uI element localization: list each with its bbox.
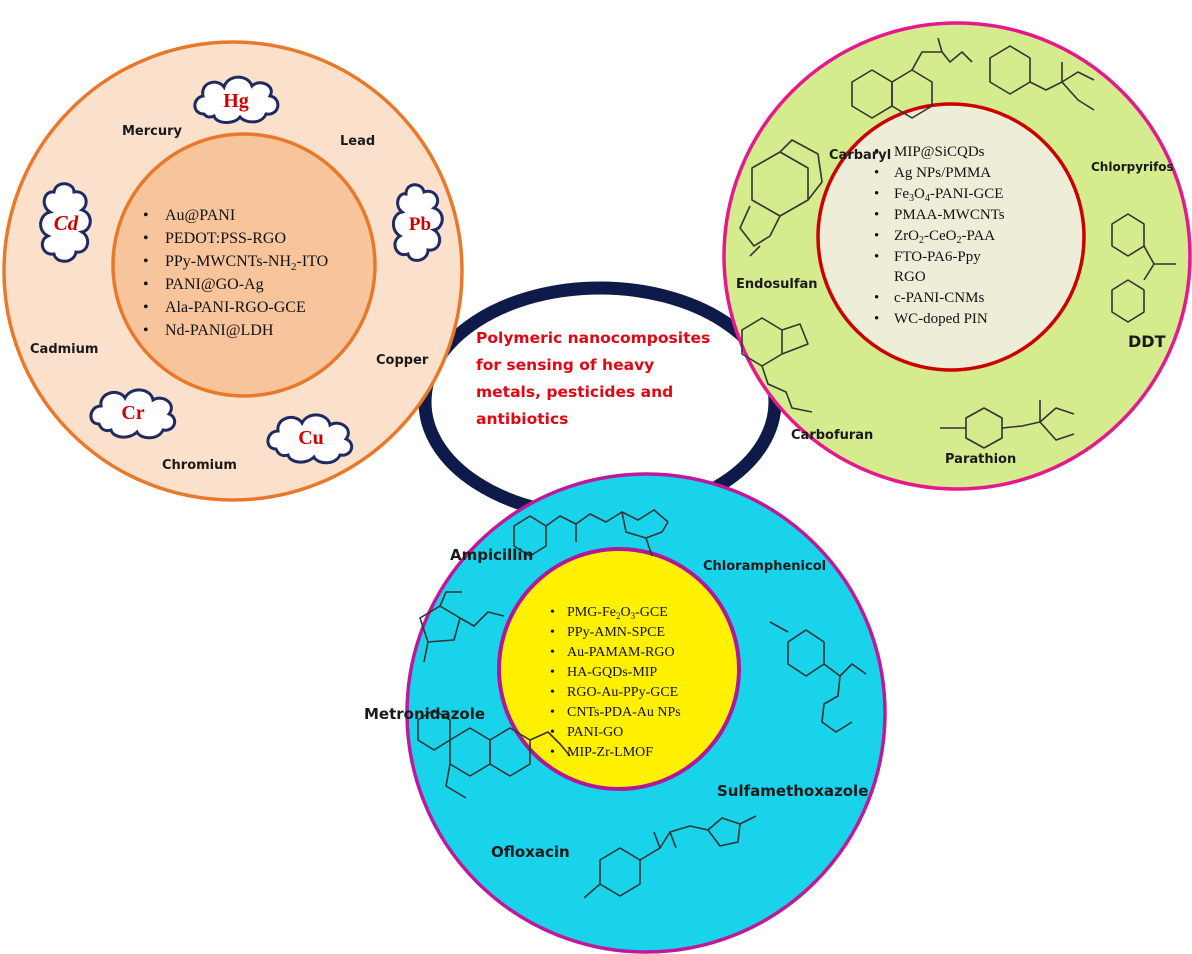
label-chloramphenicol: Chloramphenicol [703, 559, 826, 574]
center-caption-line-2: for sensing of heavy [476, 356, 655, 374]
hm-sensor-3: PPy-MWCNTs-NH2-ITO [165, 253, 328, 273]
label-ofloxacin: Ofloxacin [491, 843, 570, 861]
endosulfan-structure [739, 139, 823, 257]
hm-sensor-2: PEDOT:PSS-RGO [165, 230, 286, 247]
a-sensor-1: PMG-Fe2O3-GCE [567, 605, 668, 621]
label-ddt: DDT [1128, 332, 1166, 351]
chlorpyrifos-structure [989, 45, 1095, 111]
svg-text:•: • [550, 665, 555, 680]
cloud-cu: Cu [266, 413, 354, 465]
cloud-cr: Cr [89, 388, 177, 440]
svg-text:•: • [143, 276, 149, 293]
cloud-pb-label: Pb [409, 214, 431, 235]
cloud-hg: Hg [193, 75, 280, 124]
p-sensor-8: WC-doped PIN [894, 311, 988, 327]
label-lead: Lead [340, 134, 375, 149]
heavy-metals-sensor-list: • Au@PANI • PEDOT:PSS-RGO • PPy-MWCNTs-NH2… [143, 207, 328, 339]
svg-text:•: • [874, 144, 879, 160]
hm-sensor-6: Nd-PANI@LDH [165, 322, 274, 339]
ampicillin-structure [513, 509, 669, 557]
a-sensor-2: PPy-AMN-SPCE [567, 625, 665, 640]
svg-text:•: • [143, 253, 149, 270]
parathion-structure [940, 400, 1075, 449]
p-sensor-7: c-PANI-CNMs [894, 290, 984, 306]
svg-text:•: • [874, 290, 879, 306]
center-caption-line-3: metals, pesticides and [476, 383, 674, 401]
sulfamethoxazole-structure [583, 815, 757, 899]
pesticides-sensor-list: • MIP@SiCQDs • Ag NPs/PMMA • Fe3O4-PANI-GC… [874, 144, 1005, 327]
hm-sensor-5: Ala-PANI-RGO-GCE [165, 299, 306, 316]
label-chlorpyrifos: Chlorpyrifos [1091, 160, 1174, 174]
svg-text:•: • [143, 230, 149, 247]
svg-text:•: • [550, 725, 555, 740]
p-sensor-2: Ag NPs/PMMA [894, 165, 991, 181]
heavy-metals-group: Hg Pb Cd Cr Cu Mercury Lead Cadmium Copp… [2, 40, 464, 502]
p-sensor-6b: RGO [894, 269, 926, 285]
hm-sensor-1: Au@PANI [165, 207, 235, 224]
pesticides-inner-circle [816, 102, 1086, 372]
p-sensor-1: MIP@SiCQDs [894, 144, 985, 160]
label-parathion: Parathion [945, 452, 1016, 467]
label-cadmium: Cadmium [30, 342, 98, 357]
svg-text:•: • [874, 207, 879, 223]
antibiotics-inner-circle [497, 547, 741, 791]
antibiotics-group: Ampicillin Chloramphenicol Metronidazole… [364, 472, 887, 954]
svg-text:•: • [874, 228, 879, 244]
label-carbaryl: Carbaryl [829, 148, 891, 163]
cloud-cd: Cd [39, 182, 92, 263]
label-carbofuran: Carbofuran [791, 428, 873, 443]
label-copper: Copper [376, 353, 429, 368]
p-sensor-3: Fe3O4-PANI-GCE [894, 186, 1003, 204]
label-endosulfan: Endosulfan [736, 277, 818, 292]
ddt-structure [1111, 213, 1176, 323]
ofloxacin-structure [417, 709, 571, 799]
svg-text:•: • [874, 249, 879, 265]
svg-text:•: • [550, 605, 555, 620]
a-sensor-6: CNTs-PDA-Au NPs [567, 705, 681, 720]
antibiotics-sensor-list: • PMG-Fe2O3-GCE • PPy-AMN-SPCE • Au-PAMAM-… [550, 605, 681, 760]
svg-text:•: • [550, 685, 555, 700]
cloud-pb: Pb [392, 183, 444, 262]
metronidazole-structure [419, 591, 505, 663]
label-ampicillin: Ampicillin [450, 546, 533, 564]
carbaryl-structure [851, 37, 973, 119]
carbofuran-structure [741, 317, 813, 413]
cloud-hg-label: Hg [223, 90, 249, 112]
a-sensor-5: RGO-Au-PPy-GCE [567, 685, 678, 700]
svg-text:•: • [874, 165, 879, 181]
heavy-metals-inner-circle [111, 132, 377, 398]
p-sensor-5: ZrO2-CeO2-PAA [894, 228, 995, 246]
pesticides-group: Carbaryl Chlorpyrifos Endosulfan DDT Car… [722, 21, 1192, 491]
svg-text:•: • [550, 705, 555, 720]
svg-text:•: • [143, 322, 149, 339]
label-sulfamethoxazole: Sulfamethoxazole [717, 782, 868, 800]
p-sensor-4: PMAA-MWCNTs [894, 207, 1005, 223]
chloramphenicol-structure [769, 621, 867, 733]
svg-text:•: • [874, 186, 879, 202]
svg-text:•: • [550, 745, 555, 760]
a-sensor-7: PANI-GO [567, 725, 623, 740]
center-caption-line-4: antibiotics [476, 410, 569, 428]
a-sensor-8: MIP-Zr-LMOF [567, 745, 653, 760]
svg-text:•: • [550, 625, 555, 640]
label-mercury: Mercury [122, 124, 183, 139]
label-chromium: Chromium [162, 458, 237, 473]
center-caption: Polymeric nanocomposites for sensing of … [476, 325, 718, 433]
svg-text:•: • [550, 645, 555, 660]
a-sensor-3: Au-PAMAM-RGO [567, 645, 675, 660]
svg-text:•: • [143, 299, 149, 316]
hm-sensor-4: PANI@GO-Ag [165, 276, 264, 293]
center-caption-line-1: Polymeric nanocomposites [476, 329, 711, 347]
a-sensor-4: HA-GQDs-MIP [567, 665, 657, 680]
cloud-cr-label: Cr [121, 402, 144, 424]
svg-text:•: • [874, 311, 879, 327]
cloud-cu-label: Cu [298, 427, 324, 449]
svg-text:•: • [143, 207, 149, 224]
label-metronidazole: Metronidazole [364, 705, 485, 723]
cloud-cd-label: Cd [54, 211, 79, 235]
p-sensor-6: FTO-PA6-Ppy [894, 249, 981, 265]
